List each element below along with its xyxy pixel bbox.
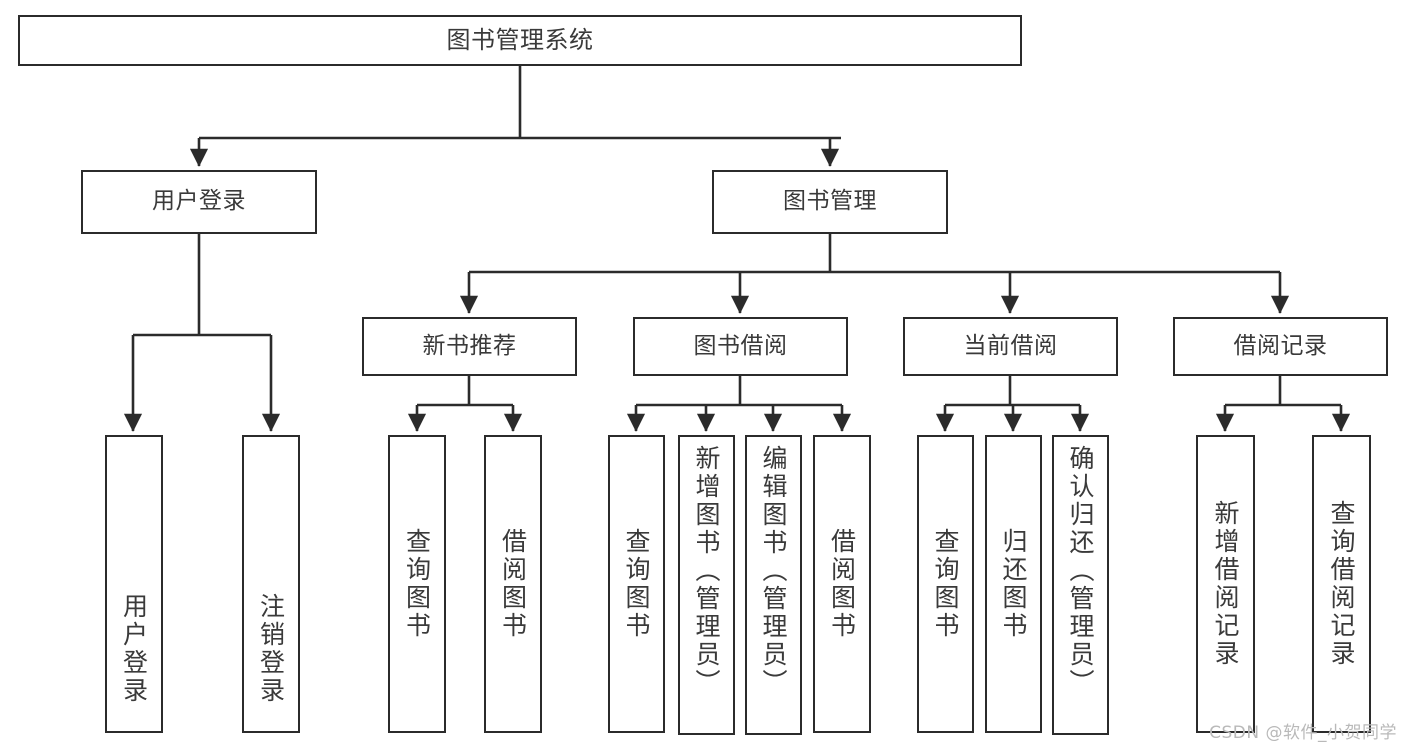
node-label: 确认归还（管理员） xyxy=(1066,445,1095,697)
node-leaf-add-record[interactable]: 新增借阅记录 xyxy=(1196,435,1255,733)
node-book-borrow[interactable]: 图书借阅 xyxy=(633,317,848,376)
node-label: 用户登录 xyxy=(152,188,246,215)
node-leaf-query-book-3[interactable]: 查询图书 xyxy=(917,435,974,733)
node-leaf-borrow-book-2[interactable]: 借阅图书 xyxy=(813,435,871,733)
node-root-book-management-system[interactable]: 图书管理系统 xyxy=(18,15,1022,66)
csdn-watermark: CSDN @软件_小贺同学 xyxy=(1209,723,1397,743)
node-label: 归还图书 xyxy=(999,528,1028,640)
node-current-borrow[interactable]: 当前借阅 xyxy=(903,317,1118,376)
node-label: 编辑图书（管理员） xyxy=(759,445,788,697)
node-leaf-user-login[interactable]: 用户登录 xyxy=(105,435,163,733)
node-label: 查询图书 xyxy=(402,528,432,640)
node-label: 用户登录 xyxy=(119,593,149,705)
node-label: 新书推荐 xyxy=(422,332,517,359)
node-leaf-logout-login[interactable]: 注销登录 xyxy=(242,435,300,733)
node-user-login[interactable]: 用户登录 xyxy=(81,170,317,234)
node-label: 注销登录 xyxy=(256,593,286,705)
node-leaf-edit-book[interactable]: 编辑图书（管理员） xyxy=(745,435,802,735)
node-label: 查询图书 xyxy=(931,528,960,640)
node-label: 图书管理 xyxy=(783,188,877,215)
node-label: 图书借阅 xyxy=(693,332,788,359)
node-leaf-confirm-return[interactable]: 确认归还（管理员） xyxy=(1052,435,1109,735)
node-label: 新增借阅记录 xyxy=(1211,500,1240,668)
node-label: 查询图书 xyxy=(622,528,651,640)
node-leaf-return-book[interactable]: 归还图书 xyxy=(985,435,1042,733)
node-label: 当前借阅 xyxy=(963,332,1058,359)
node-leaf-borrow-book-1[interactable]: 借阅图书 xyxy=(484,435,542,733)
node-leaf-add-book[interactable]: 新增图书（管理员） xyxy=(678,435,735,735)
node-label: 查询借阅记录 xyxy=(1327,500,1356,668)
node-label: 借阅记录 xyxy=(1233,332,1328,359)
node-label: 图书管理系统 xyxy=(446,26,594,55)
node-leaf-query-book-2[interactable]: 查询图书 xyxy=(608,435,665,733)
node-new-book-recommend[interactable]: 新书推荐 xyxy=(362,317,577,376)
node-leaf-query-book-1[interactable]: 查询图书 xyxy=(388,435,446,733)
node-leaf-query-record[interactable]: 查询借阅记录 xyxy=(1312,435,1371,733)
node-book-management[interactable]: 图书管理 xyxy=(712,170,948,234)
node-label: 借阅图书 xyxy=(827,528,857,640)
node-borrow-record[interactable]: 借阅记录 xyxy=(1173,317,1388,376)
node-label: 新增图书（管理员） xyxy=(692,445,721,697)
node-label: 借阅图书 xyxy=(498,528,528,640)
